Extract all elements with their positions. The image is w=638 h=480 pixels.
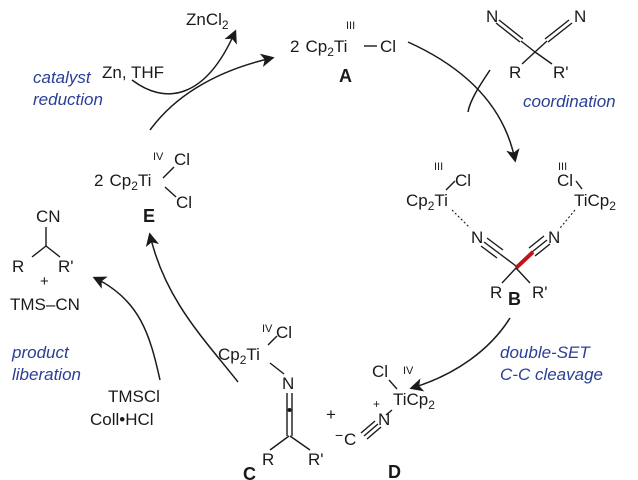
species-D: Cl IV TiCp2 + N C − D [335,362,435,480]
arrow-substrate-in [467,69,491,113]
label-D: D [388,462,401,480]
D-oxidation: IV [403,365,414,377]
tmscl-label: TMSCl [108,387,160,406]
substrate-R: R [509,63,521,82]
D-minus-charge: − [335,427,343,443]
step-catalyst-reduction-2: reduction [33,90,103,109]
label-A: A [339,66,352,86]
step-product-liberation-1: product [11,343,70,362]
B-R: R [490,283,502,302]
plus-sign: + [326,405,336,424]
arrow-coordination [407,41,520,163]
D-plus-charge: + [373,397,380,411]
arrow-product-out [92,276,161,381]
B-left-oxidation: III [434,161,443,173]
B-left-metal: Cp2Ti [406,191,448,213]
step-double-set-2: C-C cleavage [500,365,603,384]
E-oxidation: IV [153,151,164,163]
arrow-double-set [409,317,511,392]
product-plus: + [40,273,49,290]
tms-cn-label: TMS–CN [10,295,80,314]
E-cl1: Cl [174,150,190,169]
B-R-prime: R' [532,283,548,302]
C-R: R [262,450,274,469]
B-left-cl: Cl [455,171,471,190]
product-R-prime: R' [58,257,74,276]
step-catalyst-reduction-1: catalyst [33,68,92,87]
substrate-N1: N [486,7,498,26]
B-right-cl: Cl [557,171,573,190]
B-right-N: N [548,228,560,247]
arrow-product-liberation [145,232,239,383]
E-cl2: Cl [176,193,192,212]
D-C: C [344,430,356,449]
substrate-R-prime: R' [553,63,569,82]
species-B: III Cl Cp2Ti N III Cl TiCp2 N R R' B [406,161,616,309]
substrate-N2: N [574,7,586,26]
species-C: IV Cl Cp2Ti N R R' C [218,323,324,480]
C-oxidation: IV [262,323,273,335]
step-coordination: coordination [523,92,616,111]
zn-thf-label: Zn, THF [102,63,164,82]
C-cl: Cl [276,323,292,342]
C-R-prime: R' [308,450,324,469]
label-B: B [508,289,521,309]
product-R: R [12,257,24,276]
label-C: C [243,464,256,480]
label-E: E [143,206,155,226]
product-CN: CN [36,207,61,226]
B-right-oxidation: III [558,161,567,173]
coll-hcl-label: Coll•HCl [90,410,154,429]
B-right-metal: TiCp2 [574,191,616,213]
arrow-zn-in-zncl2-out [131,29,237,95]
substrate-malononitrile: N N R R' [486,7,586,82]
cleaved-cc-bond [514,250,535,270]
D-cl: Cl [372,362,388,381]
step-product-liberation-2: liberation [12,365,81,384]
A-chloride: Cl [380,37,396,56]
A-oxidation-state: III [346,20,355,32]
arrow-catalyst-reduction [149,53,275,131]
B-left-N: N [471,228,483,247]
C-N: N [282,374,294,393]
D-metal: TiCp2 [393,390,435,412]
product: CN R R' + TMS–CN [10,207,80,314]
zncl2-label: ZnCl2 [186,10,229,32]
step-double-set-1: double-SET [500,343,591,362]
C-metal: Cp2Ti [218,345,260,367]
